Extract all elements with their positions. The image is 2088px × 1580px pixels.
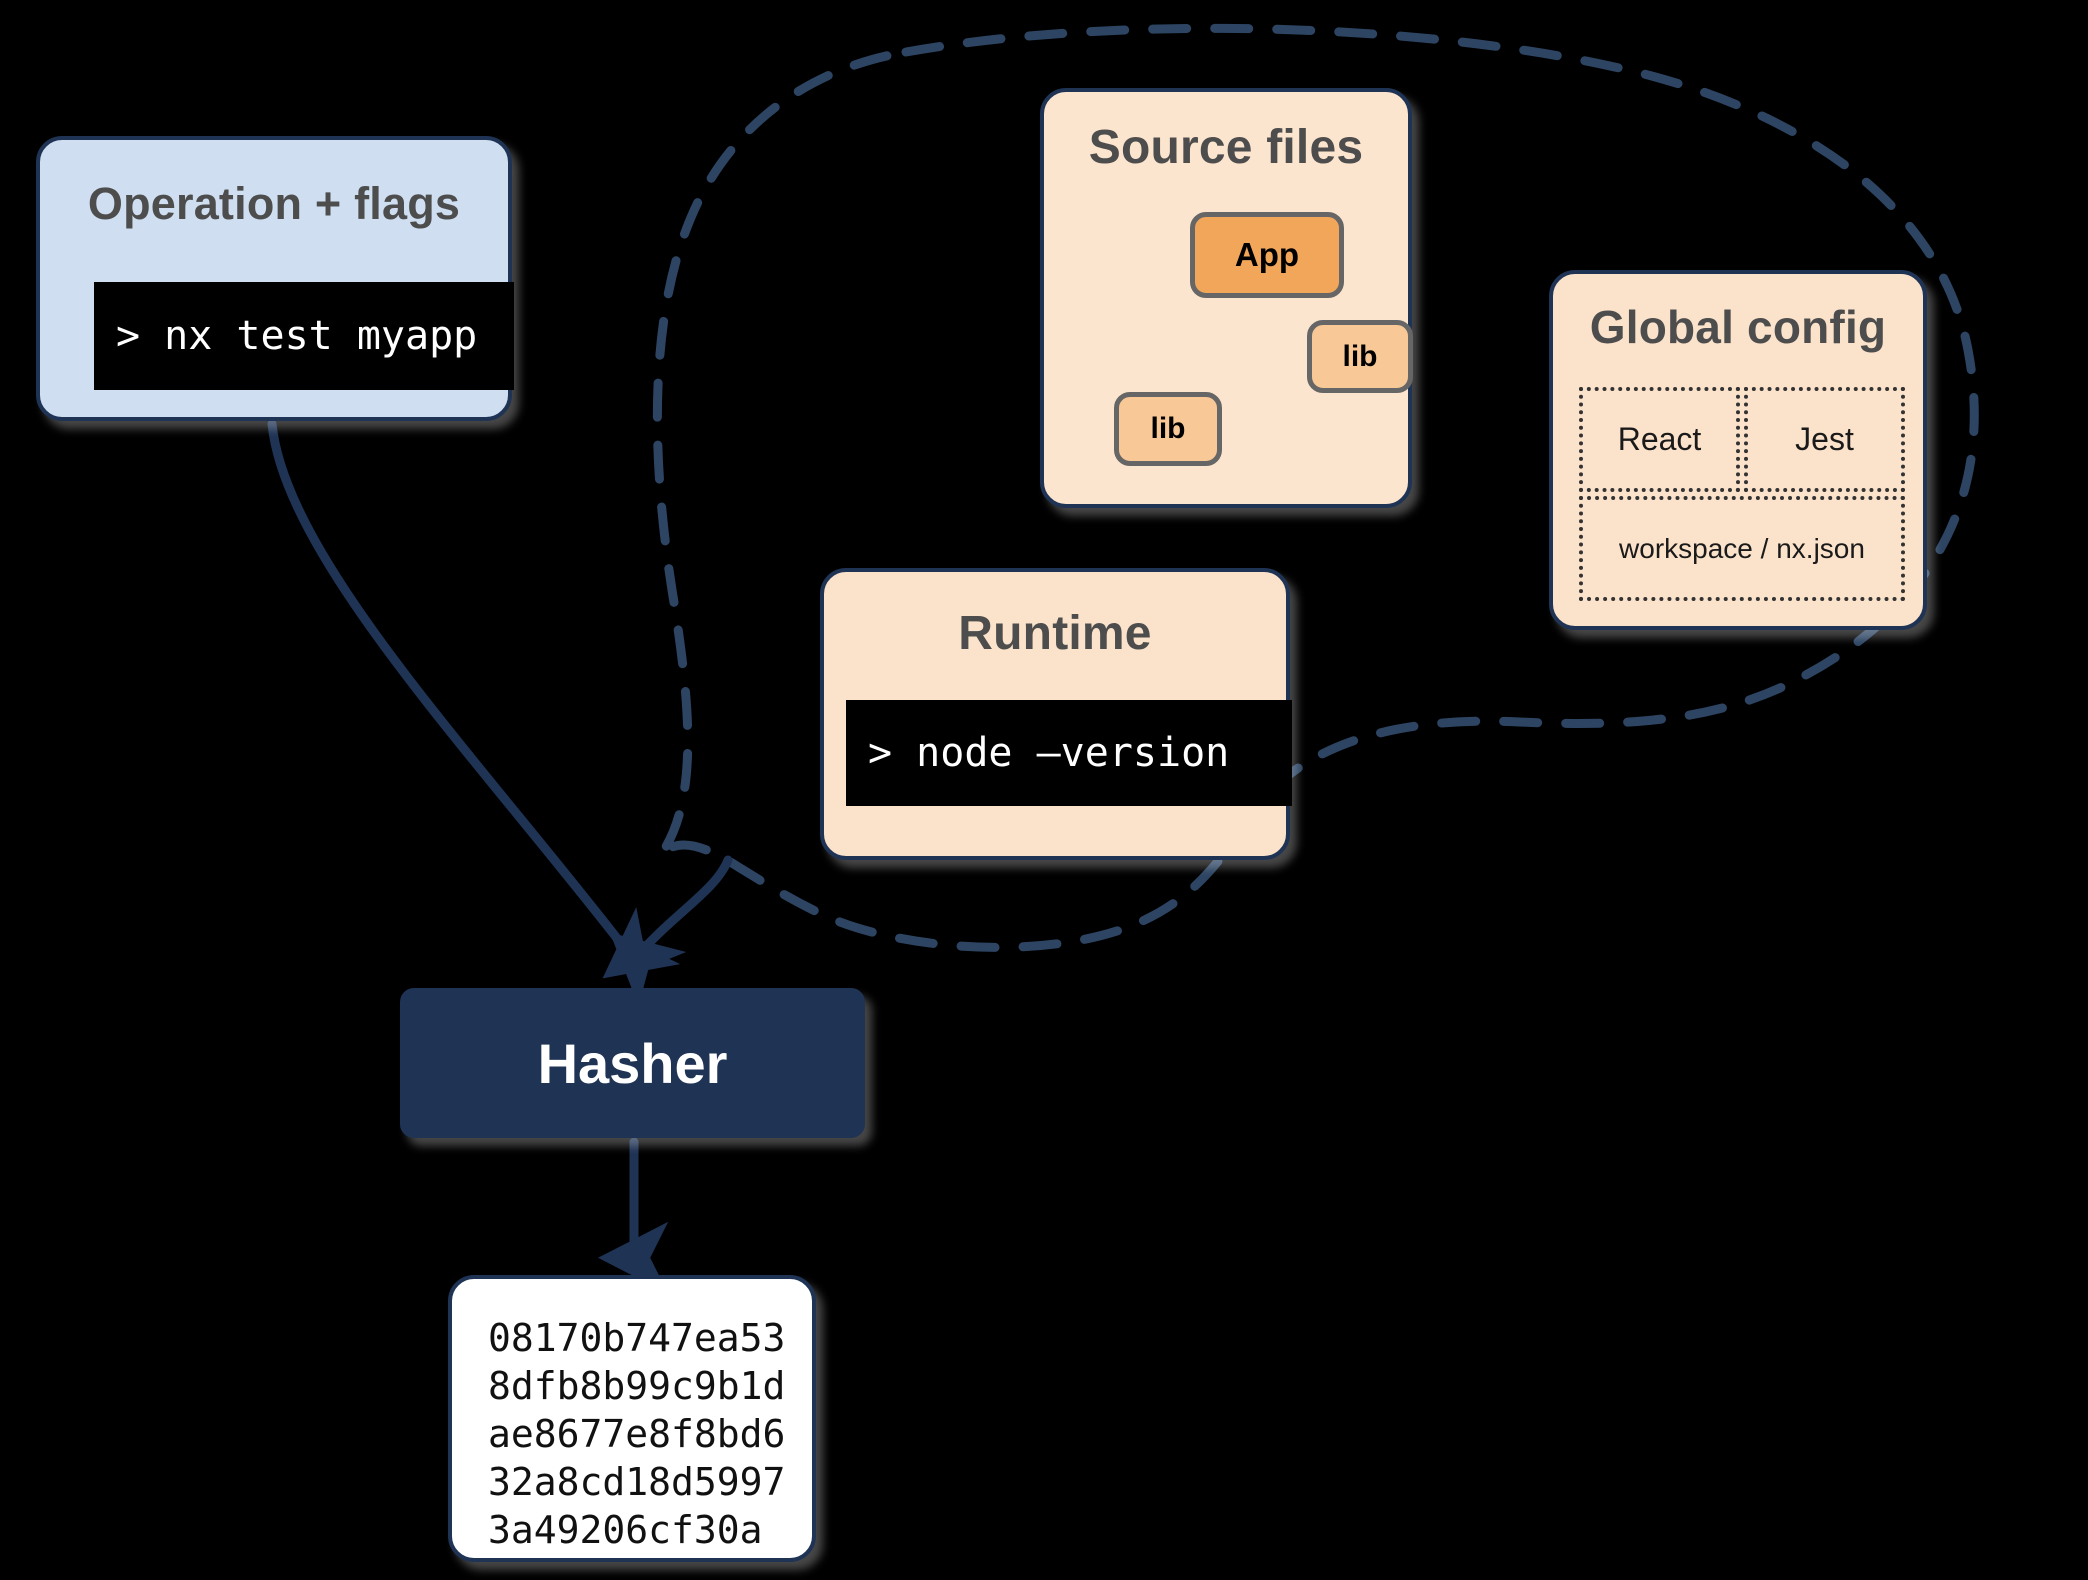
runtime-card: Runtime > node –version	[820, 568, 1292, 860]
global-config-cell-workspace: workspace / nx.json	[1579, 496, 1905, 601]
hasher-node: Hasher	[400, 988, 865, 1138]
runtime-command-terminal: > node –version	[846, 700, 1292, 806]
global-config-cell-react: React	[1579, 387, 1740, 492]
operation-command-terminal: > nx test myapp	[94, 282, 514, 390]
global-config-title: Global config	[1589, 301, 1887, 353]
hash-line: 08170b747ea53	[488, 1316, 786, 1360]
global-config-cell-jest: Jest	[1744, 387, 1905, 492]
hash-result-card: 08170b747ea53 8dfb8b99c9b1d ae8677e8f8bd…	[448, 1275, 816, 1562]
hash-result-lines: 08170b747ea53 8dfb8b99c9b1d ae8677e8f8bd…	[452, 1279, 812, 1554]
operation-flags-title: Operation + flags	[87, 178, 461, 229]
source-node-lib-right: lib	[1307, 320, 1413, 393]
operation-flags-card: Operation + flags > nx test myapp	[36, 136, 514, 421]
source-files-card: Source files App lib lib	[1040, 88, 1413, 508]
source-node-lib-left: lib	[1114, 392, 1222, 466]
hash-line: 32a8cd18d5997	[488, 1459, 786, 1504]
source-node-app: App	[1190, 212, 1344, 298]
edge-operation-to-hasher	[267, 419, 681, 979]
hash-line: 3a49206cf30a	[488, 1507, 763, 1552]
source-files-title: Source files	[1088, 121, 1364, 174]
global-config-grid: React Jest workspace / nx.json	[1579, 387, 1905, 601]
global-config-card: Global config React Jest workspace / nx.…	[1549, 270, 1927, 630]
runtime-title: Runtime	[958, 607, 1152, 660]
hash-line: 8dfb8b99c9b1d	[488, 1363, 786, 1408]
edge-inputs-to-hasher	[609, 855, 733, 1006]
hash-line: ae8677e8f8bd6	[488, 1411, 786, 1456]
hasher-label: Hasher	[537, 1031, 728, 1095]
